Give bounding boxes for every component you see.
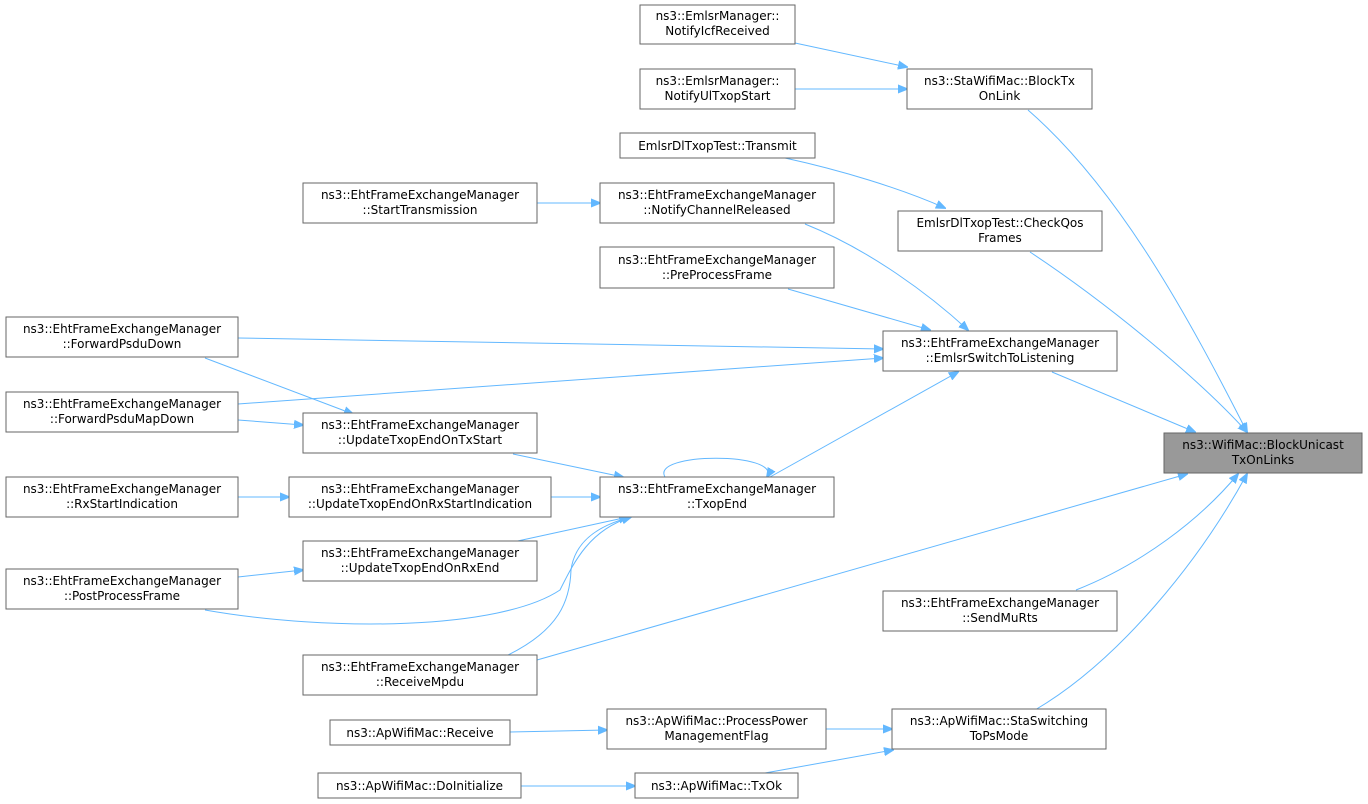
svg-text:ns3::EhtFrameExchangeManager: ns3::EhtFrameExchangeManager bbox=[321, 546, 519, 560]
node-efem-rx-start-indication[interactable]: ns3::EhtFrameExchangeManager ::RxStartIn… bbox=[5, 476, 239, 518]
node-efem-post-process-frame[interactable]: ns3::EhtFrameExchangeManager ::PostProce… bbox=[5, 568, 239, 610]
svg-text:::ForwardPsduMapDown: ::ForwardPsduMapDown bbox=[50, 412, 194, 426]
svg-text:ns3::EhtFrameExchangeManager: ns3::EhtFrameExchangeManager bbox=[23, 574, 221, 588]
edge-txok-to-staswitch bbox=[764, 750, 893, 774]
svg-text:::PostProcessFrame: ::PostProcessFrame bbox=[64, 589, 180, 603]
svg-text:ns3::EhtFrameExchangeManager: ns3::EhtFrameExchangeManager bbox=[618, 482, 816, 496]
edge-notifychan-to-switchlisten bbox=[804, 223, 968, 330]
node-efem-update-txop-end-on-rx-start-indication[interactable]: ns3::EhtFrameExchangeManager ::UpdateTxo… bbox=[288, 476, 552, 518]
svg-text:ns3::EmlsrManager::: ns3::EmlsrManager:: bbox=[656, 74, 780, 88]
svg-text:OnLink: OnLink bbox=[979, 89, 1021, 103]
edge-staswitch-to-root bbox=[1034, 474, 1247, 711]
node-emlsr-notify-icf-received[interactable]: ns3::EmlsrManager:: NotifyIcfReceived bbox=[639, 4, 796, 45]
edge-postprocess-to-txopend bbox=[204, 517, 631, 625]
edge-postprocess-to-upd-rxend bbox=[237, 570, 303, 578]
edge-icf-to-blocktx bbox=[794, 42, 907, 67]
svg-text:ns3::EhtFrameExchangeManager: ns3::EhtFrameExchangeManager bbox=[901, 336, 1099, 350]
svg-text:::ForwardPsduDown: ::ForwardPsduDown bbox=[63, 337, 182, 351]
node-efem-update-txop-end-on-tx-start[interactable]: ns3::EhtFrameExchangeManager ::UpdateTxo… bbox=[302, 412, 538, 454]
svg-text:ns3::EmlsrManager::: ns3::EmlsrManager:: bbox=[656, 9, 780, 23]
node-sta-block-tx-on-link[interactable]: ns3::StaWifiMac::BlockTx OnLink bbox=[906, 68, 1093, 110]
node-efem-start-transmission[interactable]: ns3::EhtFrameExchangeManager ::StartTran… bbox=[302, 182, 538, 224]
node-efem-forward-psdu-map-down[interactable]: ns3::EhtFrameExchangeManager ::ForwardPs… bbox=[5, 391, 239, 433]
node-ap-receive[interactable]: ns3::ApWifiMac::Receive bbox=[329, 719, 511, 746]
edge-transmit-to-checkqos bbox=[784, 157, 945, 208]
svg-text:::PreProcessFrame: ::PreProcessFrame bbox=[662, 268, 772, 282]
node-dltxop-check-qos-frames[interactable]: EmlsrDlTxopTest::CheckQos Frames bbox=[897, 210, 1103, 252]
node-efem-forward-psdu-down[interactable]: ns3::EhtFrameExchangeManager ::ForwardPs… bbox=[5, 316, 239, 358]
svg-text:ns3::EhtFrameExchangeManager: ns3::EhtFrameExchangeManager bbox=[618, 188, 816, 202]
node-ap-do-initialize[interactable]: ns3::ApWifiMac::DoInitialize bbox=[317, 772, 522, 799]
edge-fwdpsdumap-to-upd-txstart bbox=[237, 419, 303, 425]
svg-text:ns3::WifiMac::BlockUnicast: ns3::WifiMac::BlockUnicast bbox=[1182, 438, 1344, 452]
node-efem-update-txop-end-on-rx-end[interactable]: ns3::EhtFrameExchangeManager ::UpdateTxo… bbox=[302, 540, 538, 582]
svg-text:ns3::ApWifiMac::DoInitialize: ns3::ApWifiMac::DoInitialize bbox=[336, 779, 503, 793]
edge-receivempdu-to-root bbox=[536, 474, 1187, 661]
svg-text:ManagementFlag: ManagementFlag bbox=[664, 729, 768, 743]
svg-text:ns3::EhtFrameExchangeManager: ns3::EhtFrameExchangeManager bbox=[321, 418, 519, 432]
svg-text:ToPsMode: ToPsMode bbox=[969, 729, 1029, 743]
node-ap-process-power-management-flag[interactable]: ns3::ApWifiMac::ProcessPower ManagementF… bbox=[606, 708, 827, 750]
edge-switchlisten-to-root bbox=[1051, 371, 1195, 432]
svg-text:Frames: Frames bbox=[978, 231, 1022, 245]
svg-text:::UpdateTxopEndOnTxStart: ::UpdateTxopEndOnTxStart bbox=[338, 433, 502, 447]
svg-text:EmlsrDlTxopTest::CheckQos: EmlsrDlTxopTest::CheckQos bbox=[916, 216, 1083, 230]
svg-text:::TxopEnd: ::TxopEnd bbox=[687, 497, 747, 511]
node-ap-tx-ok[interactable]: ns3::ApWifiMac::TxOk bbox=[634, 772, 799, 799]
svg-text:ns3::EhtFrameExchangeManager: ns3::EhtFrameExchangeManager bbox=[901, 596, 1099, 610]
edge-sendmurts-to-root bbox=[1075, 474, 1238, 591]
svg-text:ns3::EhtFrameExchangeManager: ns3::EhtFrameExchangeManager bbox=[321, 482, 519, 496]
svg-text:ns3::EhtFrameExchangeManager: ns3::EhtFrameExchangeManager bbox=[618, 253, 816, 267]
svg-text:ns3::ApWifiMac::StaSwitching: ns3::ApWifiMac::StaSwitching bbox=[910, 714, 1088, 728]
svg-text:::SendMuRts: ::SendMuRts bbox=[962, 611, 1038, 625]
svg-text:ns3::StaWifiMac::BlockTx: ns3::StaWifiMac::BlockTx bbox=[924, 74, 1075, 88]
edge-checkqos-to-root bbox=[1029, 251, 1247, 432]
edge-receive-to-processpower bbox=[509, 730, 607, 732]
svg-text:::StartTransmission: ::StartTransmission bbox=[363, 203, 478, 217]
edge-upd-rxend-to-txopend bbox=[512, 517, 628, 543]
svg-text:NotifyIcfReceived: NotifyIcfReceived bbox=[665, 24, 769, 38]
node-ap-sta-switching-to-ps-mode[interactable]: ns3::ApWifiMac::StaSwitching ToPsMode bbox=[891, 708, 1107, 750]
node-emlsr-notify-ul-txop-start[interactable]: ns3::EmlsrManager:: NotifyUlTxopStart bbox=[639, 68, 796, 110]
svg-text:TxOnLinks: TxOnLinks bbox=[1231, 453, 1294, 467]
node-efem-receive-mpdu[interactable]: ns3::EhtFrameExchangeManager ::ReceiveMp… bbox=[302, 654, 538, 696]
node-efem-notify-channel-released[interactable]: ns3::EhtFrameExchangeManager ::NotifyCha… bbox=[599, 182, 835, 224]
edge-preprocess-to-switchlisten bbox=[787, 288, 930, 330]
edge-receivempdu-to-txopend bbox=[505, 517, 631, 657]
node-efem-send-mu-rts[interactable]: ns3::EhtFrameExchangeManager ::SendMuRts bbox=[882, 590, 1118, 632]
svg-text:ns3::EhtFrameExchangeManager: ns3::EhtFrameExchangeManager bbox=[321, 660, 519, 674]
svg-text:::NotifyChannelReleased: ::NotifyChannelReleased bbox=[643, 203, 790, 217]
edge-fwdpsdu-to-upd-txstart bbox=[204, 357, 353, 414]
node-root-block-unicast-tx-on-links[interactable]: ns3::WifiMac::BlockUnicast TxOnLinks bbox=[1163, 432, 1363, 474]
svg-text:::EmlsrSwitchToListening: ::EmlsrSwitchToListening bbox=[926, 351, 1075, 365]
edge-blocktx-to-root bbox=[1027, 109, 1247, 432]
node-efem-pre-process-frame[interactable]: ns3::EhtFrameExchangeManager ::PreProces… bbox=[599, 246, 835, 289]
node-efem-emlsr-switch-to-listening[interactable]: ns3::EhtFrameExchangeManager ::EmlsrSwit… bbox=[882, 330, 1118, 372]
svg-text:ns3::ApWifiMac::ProcessPower: ns3::ApWifiMac::ProcessPower bbox=[625, 714, 807, 728]
svg-text:NotifyUlTxopStart: NotifyUlTxopStart bbox=[665, 89, 771, 103]
svg-text:EmlsrDlTxopTest::Transmit: EmlsrDlTxopTest::Transmit bbox=[638, 139, 797, 153]
svg-text:ns3::EhtFrameExchangeManager: ns3::EhtFrameExchangeManager bbox=[321, 188, 519, 202]
svg-text:::ReceiveMpdu: ::ReceiveMpdu bbox=[376, 675, 464, 689]
node-dltxop-transmit[interactable]: EmlsrDlTxopTest::Transmit bbox=[619, 132, 816, 159]
svg-text:ns3::EhtFrameExchangeManager: ns3::EhtFrameExchangeManager bbox=[23, 322, 221, 336]
svg-text:ns3::ApWifiMac::Receive: ns3::ApWifiMac::Receive bbox=[346, 726, 493, 740]
svg-text:::UpdateTxopEndOnRxStartIndica: ::UpdateTxopEndOnRxStartIndication bbox=[308, 497, 532, 511]
edge-fwdpsdu-to-switchlisten bbox=[237, 337, 883, 349]
svg-text:::RxStartIndication: ::RxStartIndication bbox=[66, 497, 178, 511]
edge-txopend-self bbox=[663, 457, 768, 477]
node-efem-txop-end[interactable]: ns3::EhtFrameExchangeManager ::TxopEnd bbox=[599, 476, 835, 518]
svg-text:ns3::EhtFrameExchangeManager: ns3::EhtFrameExchangeManager bbox=[23, 397, 221, 411]
svg-text:::UpdateTxopEndOnRxEnd: ::UpdateTxopEndOnRxEnd bbox=[341, 561, 500, 575]
svg-text:ns3::ApWifiMac::TxOk: ns3::ApWifiMac::TxOk bbox=[651, 779, 782, 793]
svg-text:ns3::EhtFrameExchangeManager: ns3::EhtFrameExchangeManager bbox=[23, 482, 221, 496]
edge-txopend-to-switchlisten bbox=[769, 372, 958, 478]
edge-fwdpsdumap-to-switchlisten bbox=[237, 358, 883, 405]
edge-upd-txstart-to-txopend bbox=[512, 453, 623, 477]
edges bbox=[204, 42, 1247, 786]
